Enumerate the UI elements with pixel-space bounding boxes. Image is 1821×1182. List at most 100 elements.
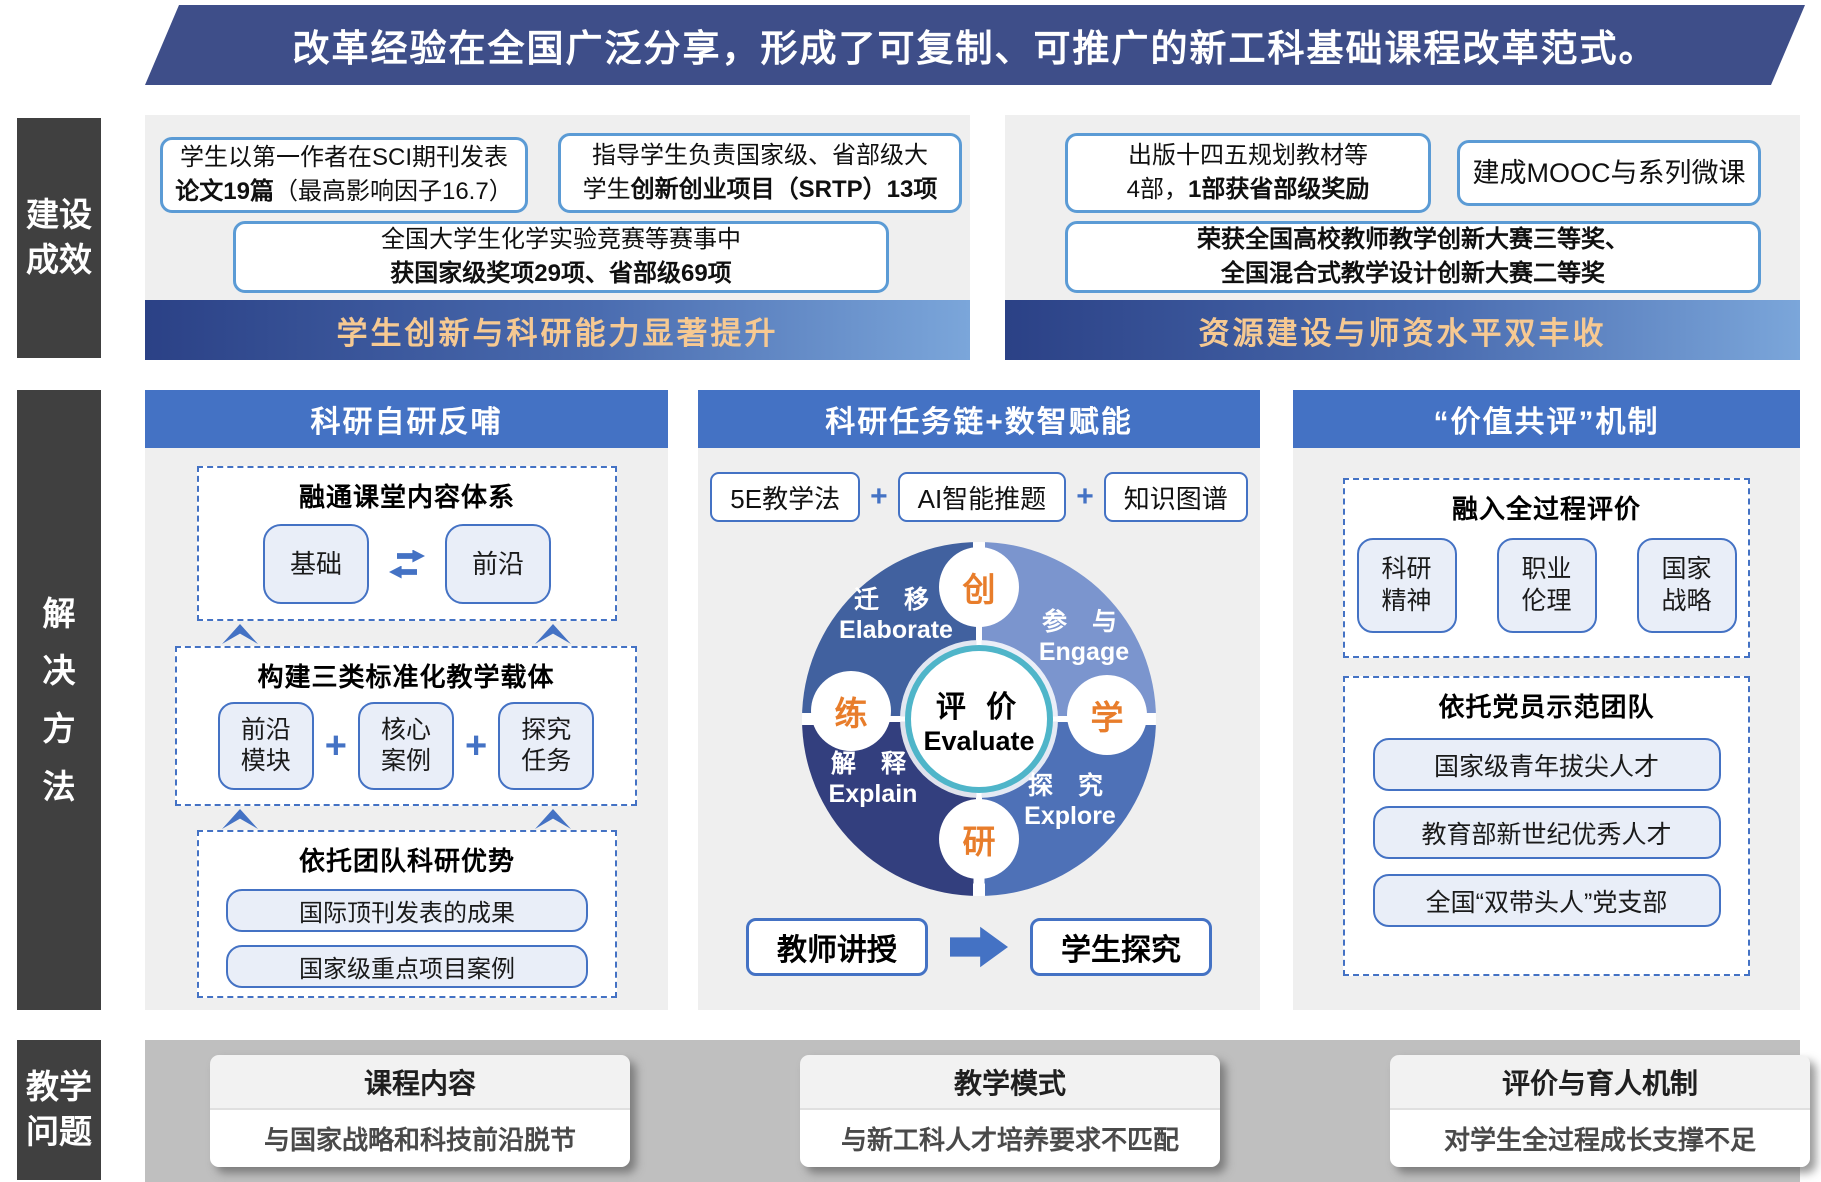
- plus-icon: +: [324, 725, 347, 767]
- chip-inquiry-task: 探究任务: [498, 702, 595, 790]
- group-whole-process-evaluation: 融入全过程评价 科研精神 职业伦理 国家战略: [1343, 478, 1750, 658]
- flow-box-student: 学生探究: [1030, 918, 1212, 976]
- side-label-line: 教学: [26, 1068, 92, 1106]
- pill-national-young-talent: 国家级青年拔尖人才: [1372, 738, 1721, 791]
- pill-party-branch: 全国“双带头人”党支部: [1372, 874, 1721, 927]
- cycle-label-engage: 参 与 Engage: [1038, 608, 1130, 666]
- plus-icon: +: [1076, 480, 1094, 513]
- side-label-line: 决: [42, 652, 76, 690]
- pill-ministry-talent: 教育部新世纪优秀人才: [1372, 806, 1721, 859]
- achievement-line: 全国大学生化学实验竞赛等赛事中: [381, 225, 741, 253]
- solution-col-research-feedback: 科研自研反哺 融通课堂内容体系 基础 前沿 构建三类标准化教学载体: [145, 390, 668, 1010]
- cycle-center-evaluate: 评 价 Evaluate: [905, 645, 1053, 793]
- side-label-line: 方: [42, 710, 76, 747]
- cycle-node-learn: 学: [1074, 682, 1140, 748]
- side-label-achievements: 建设 成效: [17, 118, 101, 358]
- method-chain-row: 5E教学法 + AI智能推题 + 知识图谱: [698, 472, 1260, 522]
- cycle-node-practice: 练: [818, 678, 884, 744]
- side-label-problems: 教学 问题: [17, 1040, 101, 1180]
- chip-research-spirit: 科研精神: [1356, 538, 1457, 633]
- up-arrow-icon: [535, 809, 571, 829]
- cycle-label-explain: 解 释 Explain: [828, 750, 918, 808]
- side-label-solutions: 解 决 方 法: [17, 390, 101, 1010]
- summary-bar-student: 学生创新与科研能力显著提升: [145, 300, 970, 360]
- problems-strip: 课程内容 与国家战略和科技前沿脱节 教学模式 与新工科人才培养要求不匹配 评价与…: [145, 1040, 1810, 1182]
- problem-card-title: 评价与育人机制: [1390, 1055, 1810, 1110]
- achievement-line: 出版十四五规划教材等: [1128, 141, 1368, 169]
- problem-card-evaluation-mechanism: 评价与育人机制 对学生全过程成长支撑不足: [1390, 1055, 1810, 1167]
- achievement-box-mooc: 建成MOOC与系列微课: [1457, 140, 1761, 206]
- col1-header: 科研自研反哺: [145, 390, 668, 448]
- achievement-box-sci-papers: 学生以第一作者在SCI期刊发表 论文19篇（最高影响因子16.7）: [160, 137, 528, 213]
- arrow-left-icon: [389, 565, 417, 579]
- problem-card-desc: 对学生全过程成长支撑不足: [1390, 1110, 1810, 1167]
- achievement-line: 指导学生负责国家级、省部级大: [592, 141, 928, 169]
- cycle-node-create: 创: [946, 554, 1012, 620]
- problem-card-teaching-mode: 教学模式 与新工科人才培养要求不匹配: [800, 1055, 1220, 1167]
- achievement-line: 建成MOOC与系列微课: [1472, 157, 1746, 188]
- problem-card-title: 课程内容: [210, 1055, 630, 1110]
- flow-box-teacher: 教师讲授: [746, 918, 928, 976]
- achievement-line: 论文19篇（最高影响因子16.7）: [175, 178, 513, 205]
- problem-card-desc: 与国家战略和科技前沿脱节: [210, 1110, 630, 1167]
- summary-bar-resource: 资源建设与师资水平双丰收: [1005, 300, 1800, 360]
- panel-resource-achievements: 出版十四五规划教材等 4部，1部获省部级奖励 建成MOOC与系列微课 荣获全国高…: [1005, 115, 1800, 360]
- chip-label: 前沿: [471, 548, 524, 579]
- plus-icon: +: [870, 480, 888, 513]
- chip-frontier: 前沿: [445, 524, 551, 604]
- side-label-line: 法: [42, 767, 76, 805]
- chip-basics: 基础: [263, 524, 369, 604]
- group-title: 依托团队科研优势: [298, 846, 515, 876]
- achievement-box-competition: 全国大学生化学实验竞赛等赛事中 获国家级奖项29项、省部级69项: [233, 221, 889, 293]
- achievement-line: 学生以第一作者在SCI期刊发表: [179, 143, 508, 171]
- cycle-node-research: 研: [946, 806, 1012, 872]
- group-party-member-team: 依托党员示范团队 国家级青年拔尖人才 教育部新世纪优秀人才 全国“双带头人”党支…: [1343, 676, 1750, 976]
- pill-national-key-projects: 国家级重点项目案例: [226, 945, 588, 988]
- group-title: 构建三类标准化教学载体: [257, 662, 555, 692]
- summary-bar-text: 资源建设与师资水平双丰收: [1198, 315, 1607, 351]
- chip-national-strategy: 国家战略: [1636, 538, 1737, 633]
- group-team-research-strength: 依托团队科研优势 国际顶刊发表的成果 国家级重点项目案例: [197, 830, 617, 998]
- problem-card-desc: 与新工科人才培养要求不匹配: [800, 1110, 1220, 1167]
- summary-bar-text: 学生创新与科研能力显著提升: [336, 315, 779, 351]
- 5e-cycle-diagram: 迁 移 Elaborate 参 与 Engage 解 释 Explain 探 究…: [802, 542, 1156, 896]
- chip-frontier-module: 前沿模块: [217, 702, 314, 790]
- group-title: 融通课堂内容体系: [298, 482, 515, 512]
- up-arrow-icon: [535, 624, 571, 644]
- achievement-line: 全国混合式教学设计创新大赛二等奖: [1221, 260, 1605, 287]
- problem-card-title: 教学模式: [800, 1055, 1220, 1110]
- banner: 改革经验在全国广泛分享，形成了可复制、可推广的新工科基础课程改革范式。: [145, 5, 1805, 85]
- solution-col-task-chain: 科研任务链+数智赋能 5E教学法 + AI智能推题 + 知识图谱 迁 移 Ela…: [698, 390, 1260, 1010]
- teaching-flow-row: 教师讲授 学生探究: [698, 918, 1260, 976]
- chip-professional-ethics: 职业伦理: [1496, 538, 1597, 633]
- cycle-label-explore: 探 究 Explore: [1024, 772, 1116, 830]
- achievement-line: 4部，1部获省部级奖励: [1126, 176, 1370, 203]
- group-title: 融入全过程评价: [1451, 494, 1641, 524]
- chain-box-knowledge-graph: 知识图谱: [1103, 472, 1248, 522]
- group-title: 依托党员示范团队: [1438, 692, 1655, 722]
- achievement-box-teaching-awards: 荣获全国高校教师教学创新大赛三等奖、 全国混合式教学设计创新大赛二等奖: [1065, 221, 1761, 293]
- col3-header-text: “价值共评”机制: [1433, 406, 1660, 439]
- chain-box-5e: 5E教学法: [710, 472, 861, 522]
- side-label-line: 建设: [26, 196, 92, 234]
- achievement-box-srtp: 指导学生负责国家级、省部级大 学生创新创业项目（SRTP）13项: [558, 133, 962, 213]
- col3-header: “价值共评”机制: [1293, 390, 1800, 448]
- achievement-line: 学生创新创业项目（SRTP）13项: [582, 176, 938, 203]
- side-label-line: 成效: [26, 241, 92, 278]
- group-course-content-system: 融通课堂内容体系 基础 前沿: [197, 466, 617, 621]
- problem-card-course-content: 课程内容 与国家战略和科技前沿脱节: [210, 1055, 630, 1167]
- side-label-line: 问题: [26, 1113, 92, 1150]
- achievement-line: 获国家级奖项29项、省部级69项: [390, 260, 732, 287]
- swap-arrows-icon: [389, 549, 425, 579]
- col2-header: 科研任务链+数智赋能: [698, 390, 1260, 448]
- up-arrow-icon: [222, 809, 258, 829]
- chip-core-case: 核心案例: [358, 702, 454, 790]
- plus-icon: +: [465, 725, 488, 767]
- banner-text: 改革经验在全国广泛分享，形成了可复制、可推广的新工科基础课程改革范式。: [292, 28, 1658, 69]
- arrow-right-icon: [397, 549, 425, 563]
- col1-header-text: 科研自研反哺: [310, 406, 503, 439]
- side-label-line: 解: [42, 594, 76, 632]
- achievement-box-textbooks: 出版十四五规划教材等 4部，1部获省部级奖励: [1065, 133, 1431, 213]
- chain-box-ai: AI智能推题: [897, 472, 1067, 522]
